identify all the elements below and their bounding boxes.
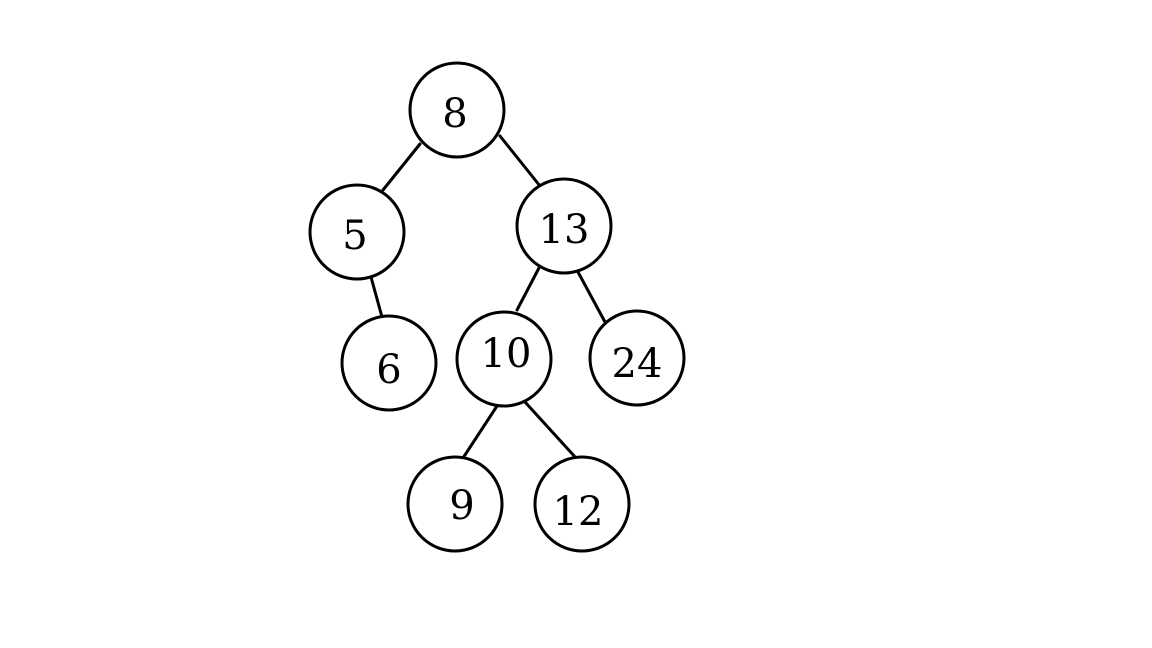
nodes-layer: 8 5 13 6 10 24 9 12 <box>308 61 686 553</box>
node-circle <box>308 183 406 281</box>
node-label: 10 <box>481 331 532 377</box>
edge-5-6 <box>369 275 384 319</box>
node-circle <box>588 309 686 407</box>
edge-10-9 <box>461 404 499 460</box>
edge-10-12 <box>523 400 578 460</box>
edge-13-24 <box>576 270 607 324</box>
tree-node-12: 12 <box>533 455 631 553</box>
node-label: 8 <box>442 91 467 137</box>
tree-node-10: 10 <box>455 310 553 408</box>
node-circle <box>340 314 438 412</box>
tree-node-8: 8 <box>408 61 506 159</box>
node-circle <box>515 177 613 275</box>
node-label: 24 <box>612 341 663 387</box>
node-circle <box>455 310 553 408</box>
edge-13-10 <box>515 264 542 312</box>
node-circle <box>533 455 631 553</box>
edges-layer <box>369 134 607 460</box>
node-label: 5 <box>342 213 367 259</box>
tree-node-13: 13 <box>515 177 613 275</box>
node-label: 6 <box>376 347 401 393</box>
node-label: 13 <box>539 207 590 253</box>
edge-8-13 <box>498 134 542 188</box>
edge-8-5 <box>381 142 422 192</box>
tree-node-6: 6 <box>340 314 438 412</box>
tree-node-24: 24 <box>588 309 686 407</box>
node-circle <box>406 455 504 553</box>
node-label: 12 <box>553 489 604 535</box>
node-label: 9 <box>449 483 474 529</box>
tree-node-5: 5 <box>308 183 406 281</box>
tree-node-9: 9 <box>406 455 504 553</box>
node-circle <box>408 61 506 159</box>
